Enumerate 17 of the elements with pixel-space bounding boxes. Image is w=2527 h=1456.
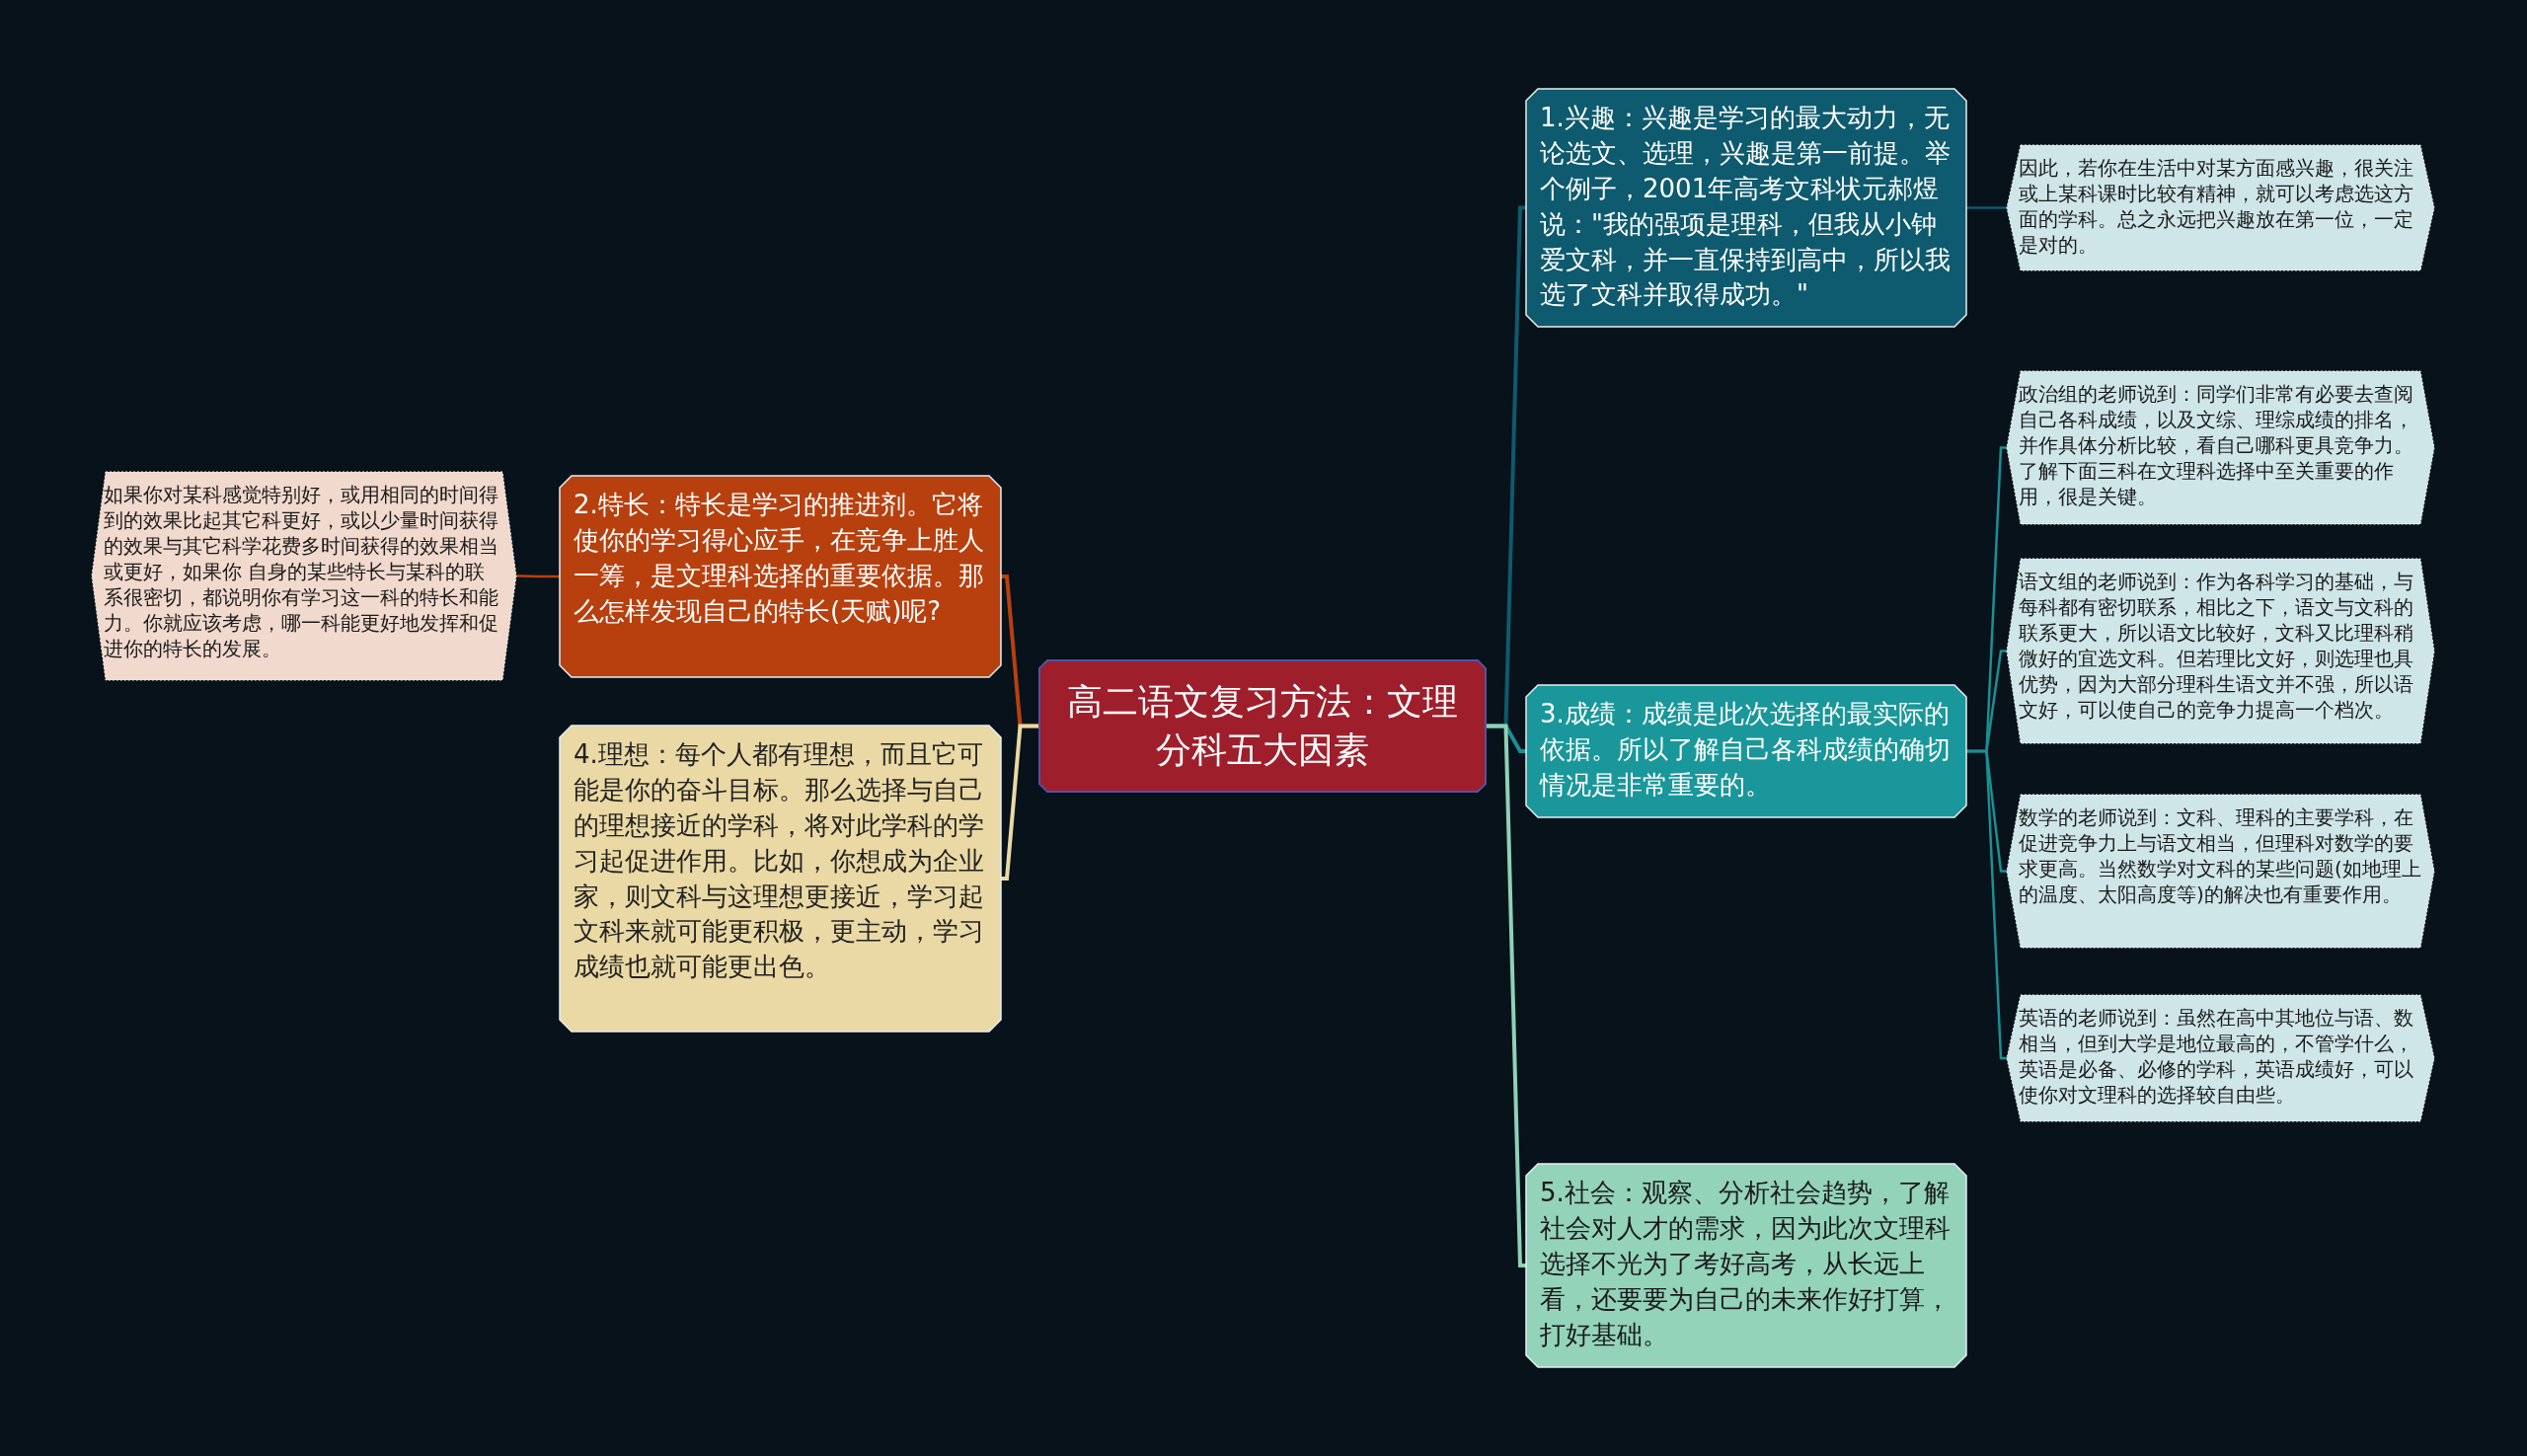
- note-box: 语文组的老师说到：作为各科学习的基础，与每科都有密切联系，相比之下，语文与文科的联系更大，所以语文比较好，文科又比理科稍微好的宜选文科。但若理比文好，则选理也具优势，因为大部分理科生语文并不强，所以语文好，可以使自己的竞争力提高一个档次。: [2007, 559, 2434, 743]
- connector-line: [1001, 724, 1039, 881]
- topic-box: 4.理想：每个人都有理想，而且它可能是你的奋斗目标。那么选择与自己的理想接近的学科，将对此学科的学习起促进作用。比如，你想成为企业家，则文科与这理想更接近，学习起文科来就可能更积极，更主动，学习成绩也就可能更出色。: [560, 726, 1001, 1032]
- note-box: 如果你对某科感觉特别好，或用相同的时间得到的效果比起其它科更好，或以少量时间获得的效果与其它科学花费多时间获得的效果相当或更好，如果你 自身的某些特长与某科的联系很密切，都说明你有学习这一科的特长和能力。你就应该考虑，哪一科能更好地发挥和促进你的特长的发展。: [92, 472, 516, 680]
- note-box: 因此，若你在生活中对某方面感兴趣，很关注或上某科课时比较有精神，就可以考虑选这方面的学科。总之永远把兴趣放在第一位，一定是对的。: [2007, 145, 2434, 270]
- central-topic-box: 高二语文复习方法：文理分科五大因素: [1039, 660, 1486, 793]
- topic-box: 3.成绩：成绩是此次选择的最实际的依据。所以了解自己各科成绩的确切情况是非常重要的。: [1526, 685, 1966, 817]
- topic-box: 1.兴趣：兴趣是学习的最大动力，无论选文、选理，兴趣是第一前提。举个例子，2001年高考文科状元郝煜说："我的强项是理科，但我从小钟爱文科，并一直保持到高中，所以我选了文科并取得成功。": [1526, 89, 1966, 327]
- topic-box: 5.社会：观察、分析社会趋势，了解社会对人才的需求，因为此次文理科选择不光为了考好高考，从长远上看，还要要为自己的未来作好打算，打好基础。: [1526, 1164, 1966, 1367]
- note-box: 政治组的老师说到：同学们非常有必要去查阅自己各科成绩，以及文综、理综成绩的排名，并作具体分析比较，看自己哪科更具竞争力。了解下面三科在文理科选择中至关重要的作用，很是关键。: [2007, 371, 2434, 524]
- connector-line: [516, 575, 560, 578]
- connector-line: [1966, 749, 2007, 1060]
- topic-box: 2.特长：特长是学习的推进剂。它将使你的学习得心应手，在竞争上胜人一筹，是文理科选择的重要依据。那么怎样发现自己的特长(天赋)呢?: [560, 476, 1001, 677]
- connector-line: [1486, 724, 1526, 1267]
- note-box: 数学的老师说到：文科、理科的主要学科，在促进竞争力上与语文相当，但理科对数学的要求更高。当然数学对文科的某些问题(如地理上的温度、太阳高度等)的解决也有重要作用。: [2007, 795, 2434, 948]
- connector-line: [1966, 206, 2007, 209]
- note-box: 英语的老师说到：虽然在高中其地位与语、数相当，但到大学是地位最高的，不管学什么，英语是必备、必修的学科，英语成绩好，可以使你对文理科的选择较自由些。: [2007, 995, 2434, 1121]
